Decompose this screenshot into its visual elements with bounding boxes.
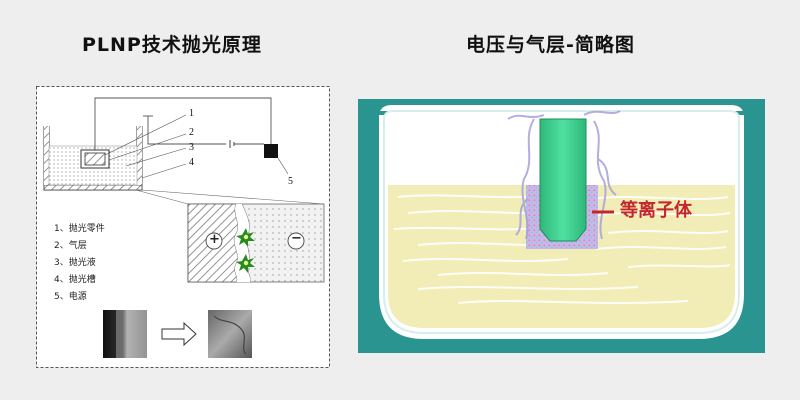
power-source: [264, 144, 278, 158]
gas-bubbles: [507, 110, 621, 240]
part-number-4: 4: [189, 157, 194, 168]
arrow-right-icon: [161, 321, 197, 347]
polishing-liquid: [388, 185, 735, 328]
legend-item: 5、电源: [54, 292, 87, 302]
part-number-2: 2: [189, 127, 194, 138]
tank-illustration: [358, 99, 765, 353]
legend-item: 4、抛光槽: [54, 275, 96, 285]
polishing-part: [539, 118, 587, 242]
polishing-tank: [43, 184, 143, 191]
part-number-1: 1: [189, 108, 194, 119]
plasma-label: 等离子体: [620, 200, 692, 221]
part-number-5: 5: [288, 176, 293, 187]
legend-item: 1、抛光零件: [54, 224, 105, 234]
voltage-gas-layer-diagram: [358, 99, 765, 353]
polishing-part: [84, 152, 106, 166]
minus-sign: −: [291, 231, 302, 246]
legend-item: 2、气层: [54, 241, 87, 251]
plnp-principle-diagram: 1 2 3 4 5 + − 1、抛光零件 2、气层 3、抛光液 4、抛光槽 5、…: [36, 86, 330, 368]
legend-item: 3、抛光液: [54, 258, 96, 268]
anode-circle: [205, 232, 223, 250]
spark-icon: [236, 254, 255, 273]
right-title: 电压与气层-简略图: [466, 34, 635, 56]
left-title: PLNP技术抛光原理: [82, 34, 262, 56]
part-number-3: 3: [189, 142, 194, 153]
spark-icon: [236, 228, 255, 247]
plus-sign: +: [209, 232, 220, 247]
cathode-circle: [287, 232, 305, 250]
principle-schematic: [36, 86, 330, 368]
